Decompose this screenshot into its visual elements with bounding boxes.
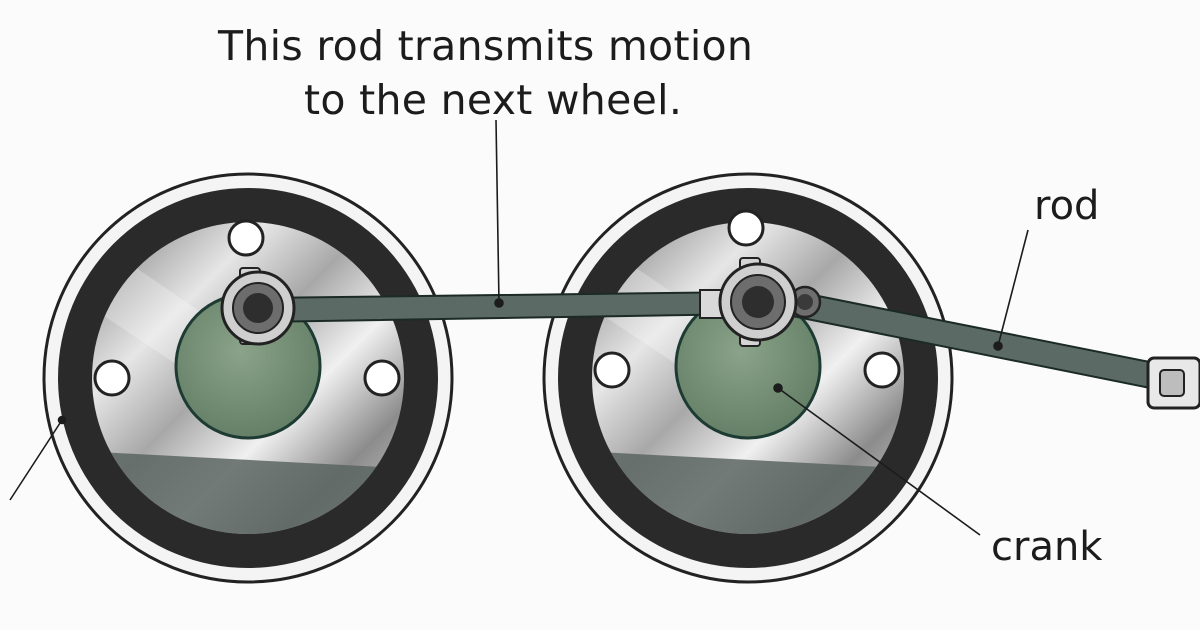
rod-label: rod — [1034, 183, 1100, 229]
caption-line-1: This rod transmits motion — [218, 22, 754, 70]
right-crank-pin — [718, 257, 798, 347]
left-wheel-hole-left — [93, 359, 131, 397]
left-wheel — [42, 172, 454, 584]
left-crank-pin — [220, 267, 296, 346]
right-wheel-hole-top — [727, 209, 765, 247]
wheel-leader-line — [9, 419, 63, 501]
caption-leader-line — [495, 119, 500, 304]
left-wheel-hole-top — [227, 219, 265, 257]
left-wheel-hole-right — [363, 359, 401, 397]
crank-leader-line — [777, 387, 981, 536]
right-wheel-hole-left — [593, 351, 631, 389]
leader-lines — [9, 119, 1029, 536]
crank-label: crank — [991, 524, 1103, 570]
right-wheel — [542, 172, 954, 584]
rod-leader-line — [997, 229, 1029, 347]
caption-line-2: to the next wheel. — [304, 76, 683, 124]
right-wheel-hole-right — [863, 351, 901, 389]
